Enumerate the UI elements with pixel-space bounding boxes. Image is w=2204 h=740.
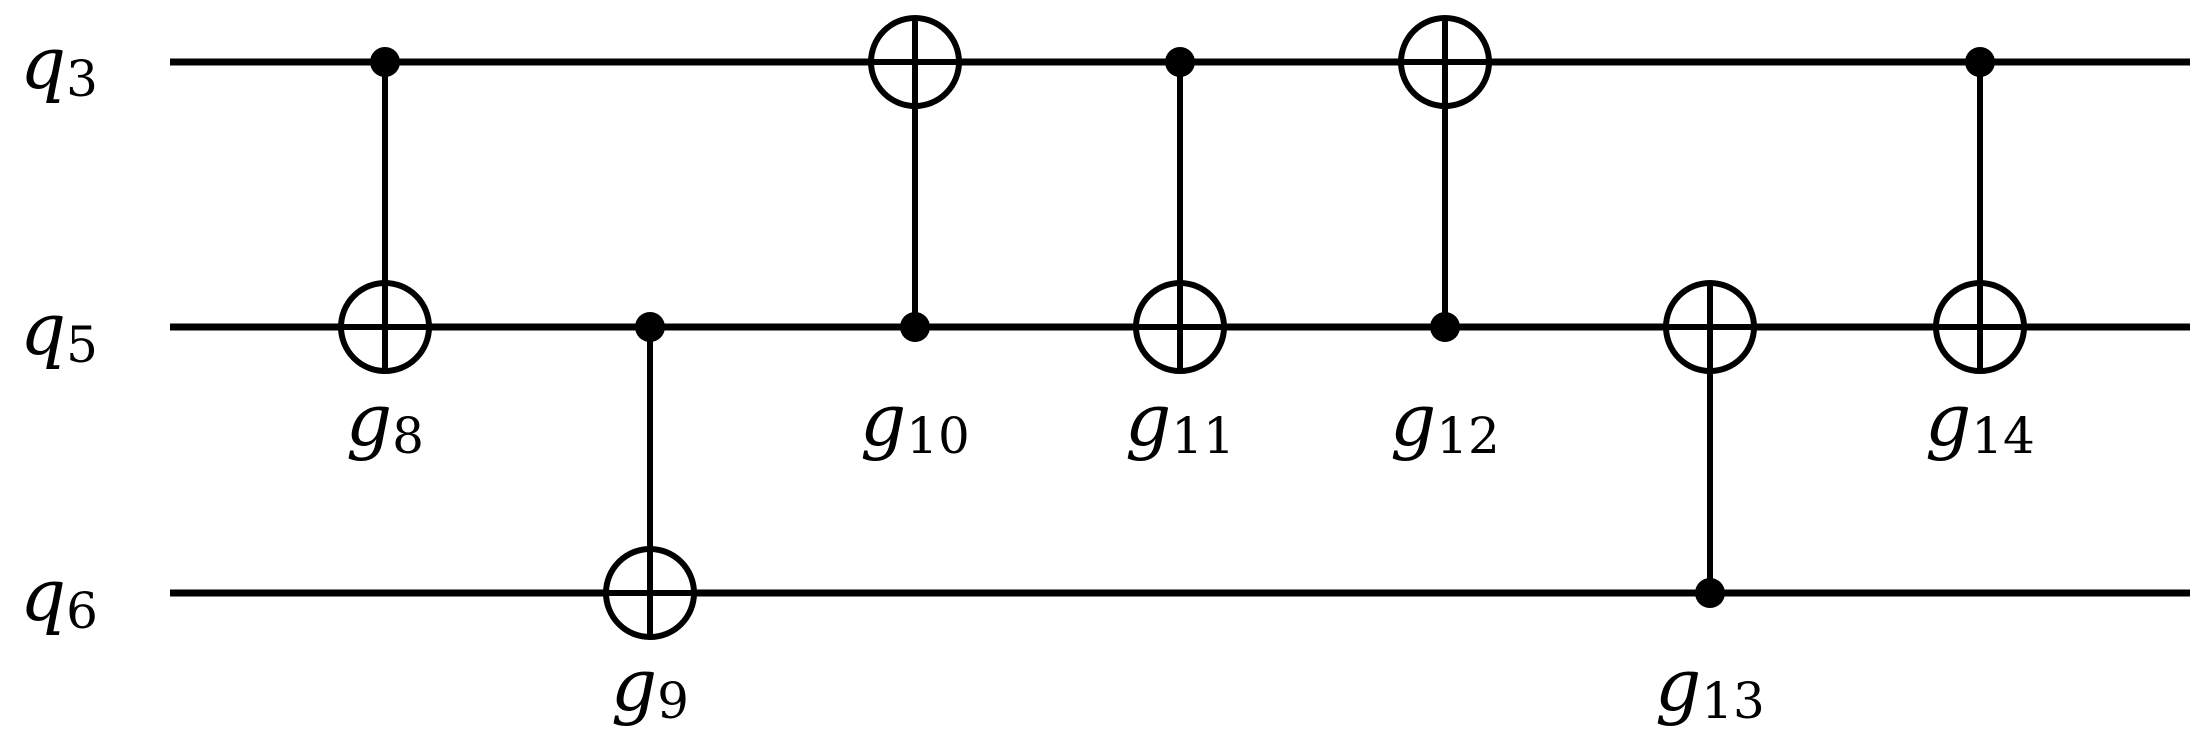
gate-label-letter: g xyxy=(1390,378,1436,462)
gate-label-letter: g xyxy=(1655,643,1701,727)
qubit-label-q3: q3 xyxy=(20,21,98,108)
gate-label-index: 12 xyxy=(1436,407,1500,465)
control-dot xyxy=(1165,47,1195,77)
gate-label-index: 10 xyxy=(906,407,970,465)
control-dot xyxy=(1965,47,1995,77)
gate-label-letter: g xyxy=(611,643,657,727)
gate-label-letter: g xyxy=(1925,378,1971,462)
gate-label-g13: g13 xyxy=(1655,643,1765,730)
gate-label-letter: g xyxy=(346,378,392,462)
gate-g12: g12 xyxy=(1390,15,1500,465)
gate-g11: g11 xyxy=(1125,47,1235,465)
gate-label-index: 8 xyxy=(392,407,424,465)
gate-label-g12: g12 xyxy=(1390,378,1500,465)
gate-label-index: 9 xyxy=(657,672,689,730)
gate-label-g14: g14 xyxy=(1925,378,2035,465)
gate-label-letter: g xyxy=(1125,378,1171,462)
gate-label-index: 13 xyxy=(1701,672,1765,730)
gate-label-g9: g9 xyxy=(611,643,689,730)
gate-label-letter: g xyxy=(860,378,906,462)
gate-g13: g13 xyxy=(1655,280,1765,730)
gate-label-g8: g8 xyxy=(346,378,424,465)
gate-g14: g14 xyxy=(1925,47,2035,465)
gate-g8: g8 xyxy=(338,47,432,465)
control-dot xyxy=(900,312,930,342)
control-dot xyxy=(635,312,665,342)
gate-label-g10: g10 xyxy=(860,378,970,465)
gate-label-index: 11 xyxy=(1171,407,1235,465)
gate-g9: g9 xyxy=(603,312,697,730)
gate-g10: g10 xyxy=(860,15,970,465)
gate-label-index: 14 xyxy=(1971,407,2035,465)
qubit-label-q5: q5 xyxy=(20,287,98,374)
gate-label-g11: g11 xyxy=(1125,378,1235,465)
control-dot xyxy=(1695,578,1725,608)
qubit-label-q6: q6 xyxy=(20,553,98,640)
control-dot xyxy=(370,47,400,77)
control-dot xyxy=(1430,312,1460,342)
